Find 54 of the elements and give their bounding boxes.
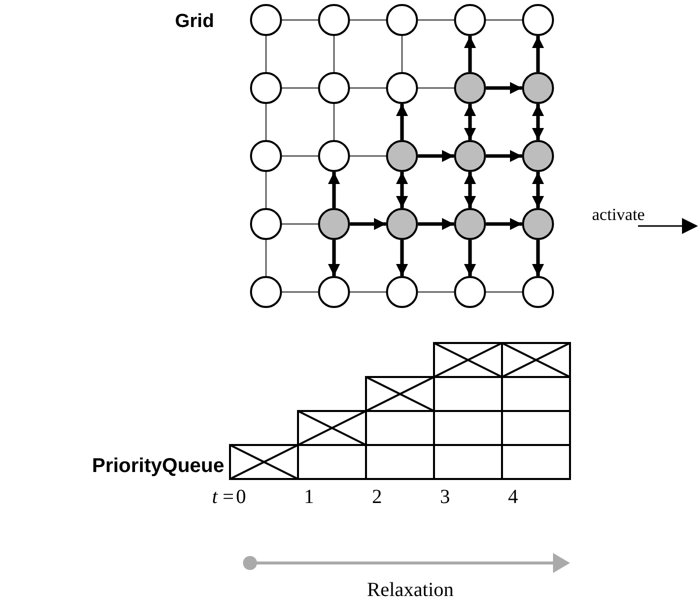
arrow [328, 172, 340, 208]
grid-node [386, 4, 418, 36]
grid-node [522, 72, 554, 104]
grid-node [318, 72, 350, 104]
grid-node [454, 4, 486, 36]
grid-node [522, 208, 554, 240]
grid-node [386, 140, 418, 172]
arrow [464, 36, 476, 72]
grid-node [318, 140, 350, 172]
grid-node [522, 276, 554, 308]
arrow [396, 172, 408, 208]
arrow-label: Relaxation [367, 580, 454, 600]
grid-node [318, 208, 350, 240]
grid-node [250, 208, 282, 240]
tick-label: 3 [440, 487, 450, 507]
arrow [532, 104, 544, 140]
tick-label: 0 [236, 487, 246, 507]
grid-title: Grid [175, 12, 214, 31]
grid-node [386, 208, 418, 240]
grid-node [522, 140, 554, 172]
grid-node [318, 276, 350, 308]
arrow [486, 218, 522, 230]
tick-label: 2 [372, 487, 382, 507]
arrow [350, 218, 386, 230]
axis-label: t = [212, 487, 234, 507]
arrow [328, 240, 340, 276]
arrow [418, 150, 454, 162]
grid-node [250, 276, 282, 308]
arrow [418, 218, 454, 230]
arrow-label: activate [592, 206, 645, 223]
grid-node [318, 4, 350, 36]
arrow [464, 240, 476, 276]
arrow [396, 104, 408, 140]
grid-node [250, 140, 282, 172]
arrow [464, 104, 476, 140]
grid-node [454, 276, 486, 308]
arrow [486, 150, 522, 162]
grid-node [454, 208, 486, 240]
grid-node [454, 140, 486, 172]
grid-node [386, 72, 418, 104]
grid-node [250, 72, 282, 104]
tick-label: 1 [304, 487, 314, 507]
arrow [464, 172, 476, 208]
queue-title: PriorityQueue [92, 456, 224, 476]
grid-node [454, 72, 486, 104]
tick-label: 4 [508, 487, 518, 507]
grid-node [250, 4, 282, 36]
arrow [532, 240, 544, 276]
grid-node [386, 276, 418, 308]
grid-node [522, 4, 554, 36]
arrow [396, 240, 408, 276]
arrow [486, 82, 522, 94]
arrow [532, 172, 544, 208]
arrow [532, 36, 544, 72]
